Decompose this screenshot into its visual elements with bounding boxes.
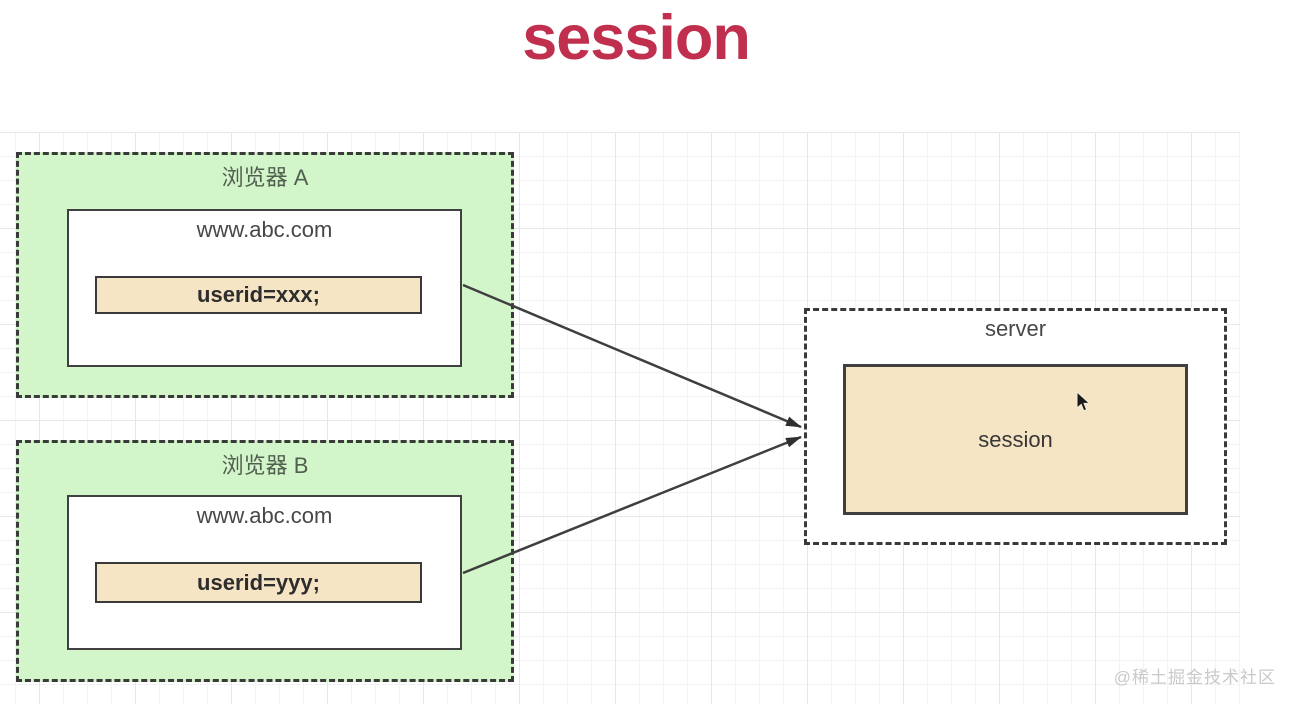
browser-a-group: 浏览器 A www.abc.com userid=xxx; [16,152,514,398]
session-label: session [978,426,1053,452]
browser-a-cookie-box: userid=xxx; [95,276,422,314]
server-group: server session [804,308,1227,545]
browser-a-site-label: www.abc.com [196,217,333,242]
browser-a-label: 浏览器 A [221,165,309,190]
server-label: server [984,316,1047,341]
browser-b-group: 浏览器 B www.abc.com userid=yyy; [16,440,514,682]
watermark: @稀土掘金技术社区 [1113,668,1276,687]
browser-b-cookie-label: userid=yyy; [197,569,320,595]
page-title: session [522,3,751,73]
browser-b-window: www.abc.com userid=yyy; [67,495,462,650]
browser-b-cookie-box: userid=yyy; [95,562,422,603]
session-box: session [843,364,1188,515]
browser-b-site-label: www.abc.com [196,503,333,528]
browser-a-cookie-label: userid=xxx; [197,282,320,307]
browser-a-window: www.abc.com userid=xxx; [67,209,462,367]
browser-b-label: 浏览器 B [221,453,309,478]
